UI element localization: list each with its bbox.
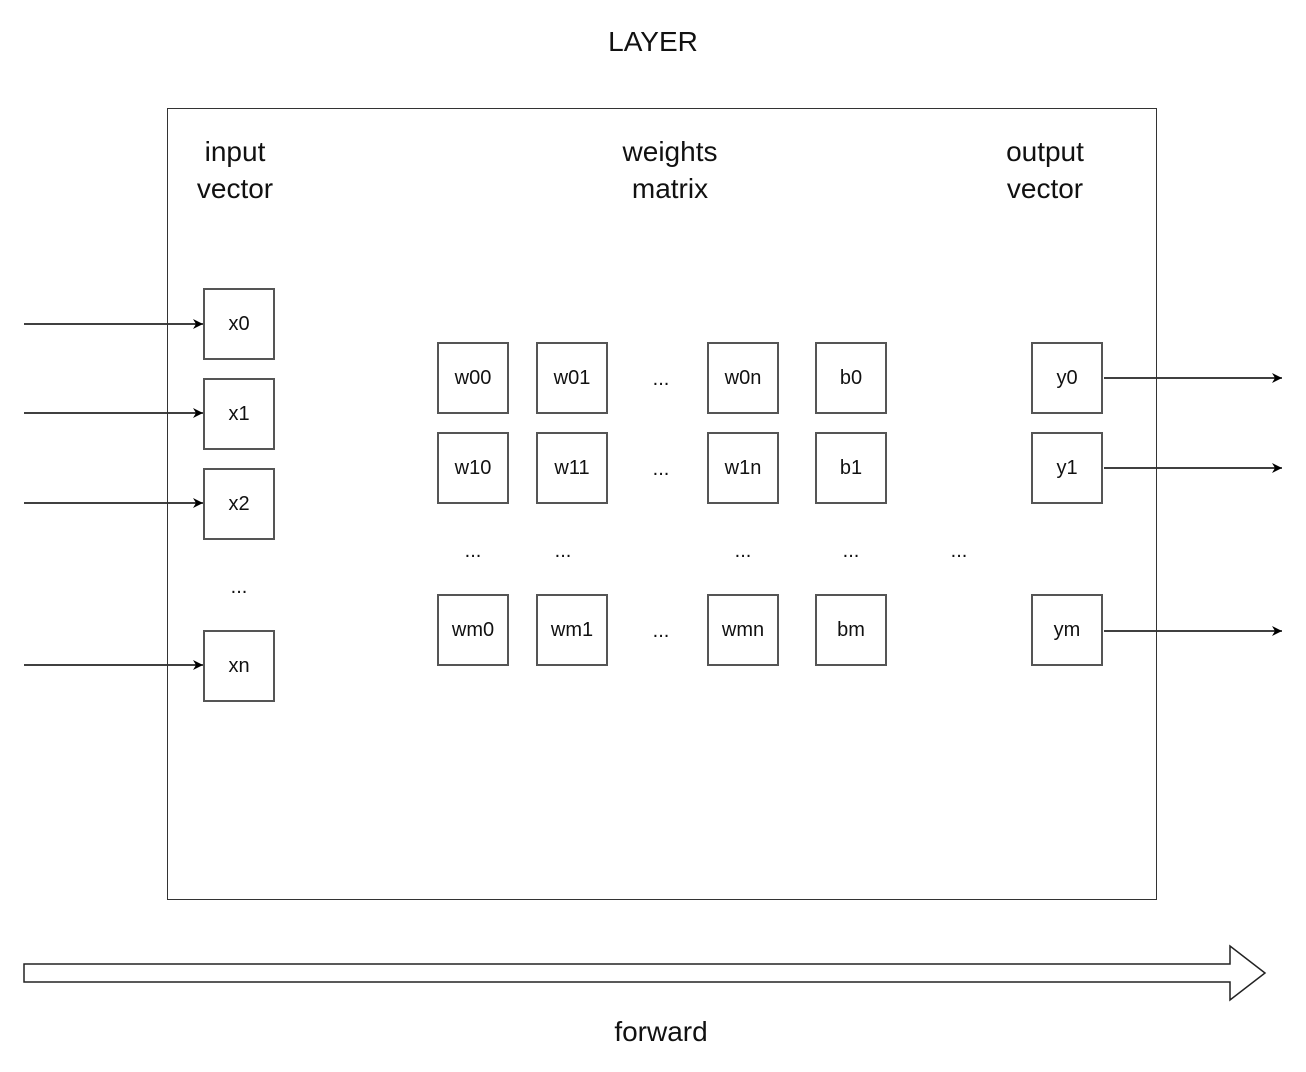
bias-cell: b0 bbox=[815, 342, 887, 414]
output-cell: y1 bbox=[1031, 432, 1103, 504]
row-ellipsis: ... bbox=[652, 458, 670, 480]
column-ellipsis: ... bbox=[734, 540, 752, 562]
weight-cell: w00 bbox=[437, 342, 509, 414]
weight-cell: wm1 bbox=[536, 594, 608, 666]
weight-cell: w01 bbox=[536, 342, 608, 414]
input-cell: x1 bbox=[203, 378, 275, 450]
weight-cell: w10 bbox=[437, 432, 509, 504]
weights-matrix-label: weights matrix bbox=[622, 136, 718, 204]
column-ellipsis: ... bbox=[950, 540, 968, 562]
weight-cell: wmn bbox=[707, 594, 779, 666]
column-ellipsis: ... bbox=[554, 540, 572, 562]
input-ellipsis: ... bbox=[230, 576, 248, 598]
input-cell: x2 bbox=[203, 468, 275, 540]
weight-cell: w1n bbox=[707, 432, 779, 504]
input-cell: x0 bbox=[203, 288, 275, 360]
column-ellipsis: ... bbox=[842, 540, 860, 562]
forward-arrow bbox=[23, 944, 1267, 1002]
weight-cell: w11 bbox=[536, 432, 608, 504]
output-vector-label: output vector bbox=[1006, 136, 1084, 204]
output-cell: y0 bbox=[1031, 342, 1103, 414]
row-ellipsis: ... bbox=[652, 368, 670, 390]
diagram-title: LAYER bbox=[608, 26, 698, 57]
bias-cell: bm bbox=[815, 594, 887, 666]
input-vector-label: input vector bbox=[196, 136, 274, 204]
layer-frame bbox=[167, 108, 1157, 900]
output-cell: ym bbox=[1031, 594, 1103, 666]
weight-cell: w0n bbox=[707, 342, 779, 414]
forward-label: forward bbox=[614, 1016, 708, 1047]
weight-cell: wm0 bbox=[437, 594, 509, 666]
bias-cell: b1 bbox=[815, 432, 887, 504]
column-ellipsis: ... bbox=[464, 540, 482, 562]
row-ellipsis: ... bbox=[652, 620, 670, 642]
input-cell: xn bbox=[203, 630, 275, 702]
